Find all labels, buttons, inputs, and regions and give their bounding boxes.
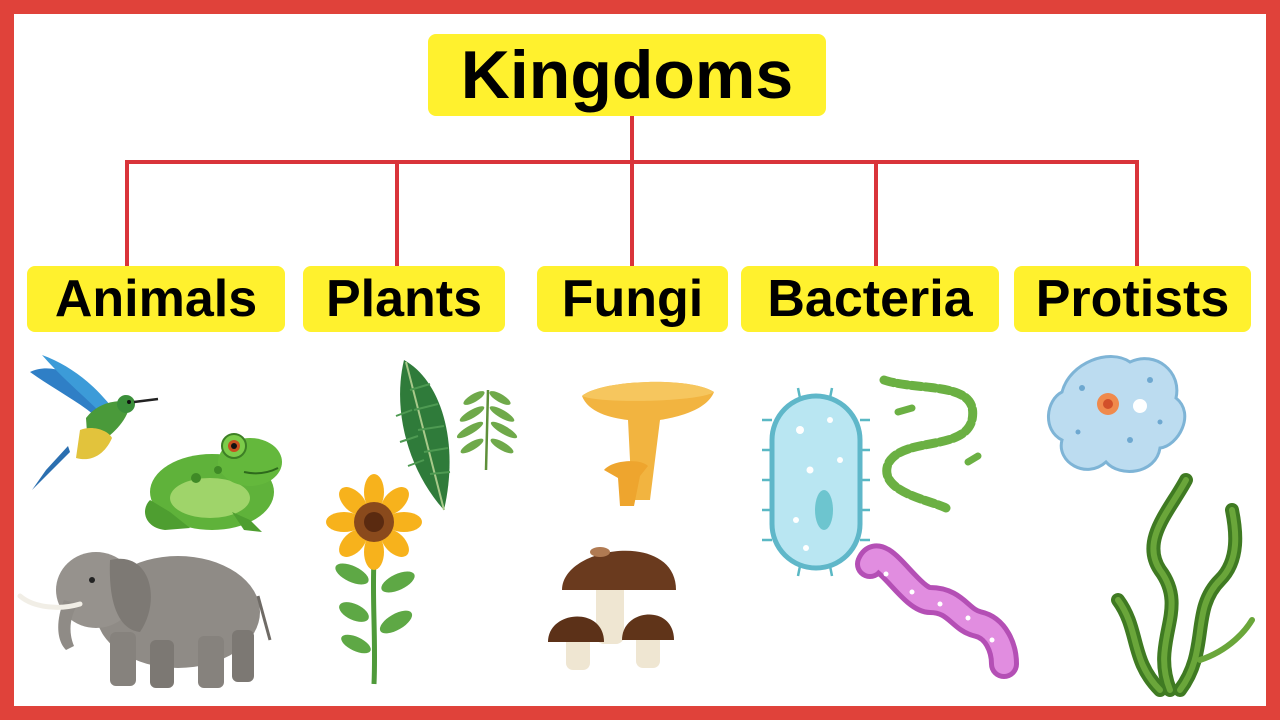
sunflower-icon [326, 474, 422, 685]
fern-icon [456, 389, 518, 471]
hummingbird-icon [30, 355, 159, 490]
diagram-title: Kingdoms [428, 34, 826, 116]
kingdom-plants: Plants [303, 266, 505, 332]
leaf-icon [395, 360, 451, 511]
elephant-icon [17, 552, 272, 688]
kingdom-animals: Animals [27, 266, 285, 332]
frog-icon [145, 433, 282, 532]
spirillum-icon [855, 543, 1019, 679]
kingdom-fungi: Fungi [537, 266, 728, 332]
streptococcus-chain-icon [879, 375, 982, 513]
kingdom-bacteria: Bacteria [741, 266, 999, 332]
chanterelle-icon [582, 381, 714, 506]
amoeba-icon [1047, 355, 1187, 473]
kingdom-protists: Protists [1014, 266, 1251, 332]
bacillus-icon [762, 387, 870, 577]
seaweed-icon [1111, 473, 1255, 697]
mushroom-icon [548, 547, 676, 670]
